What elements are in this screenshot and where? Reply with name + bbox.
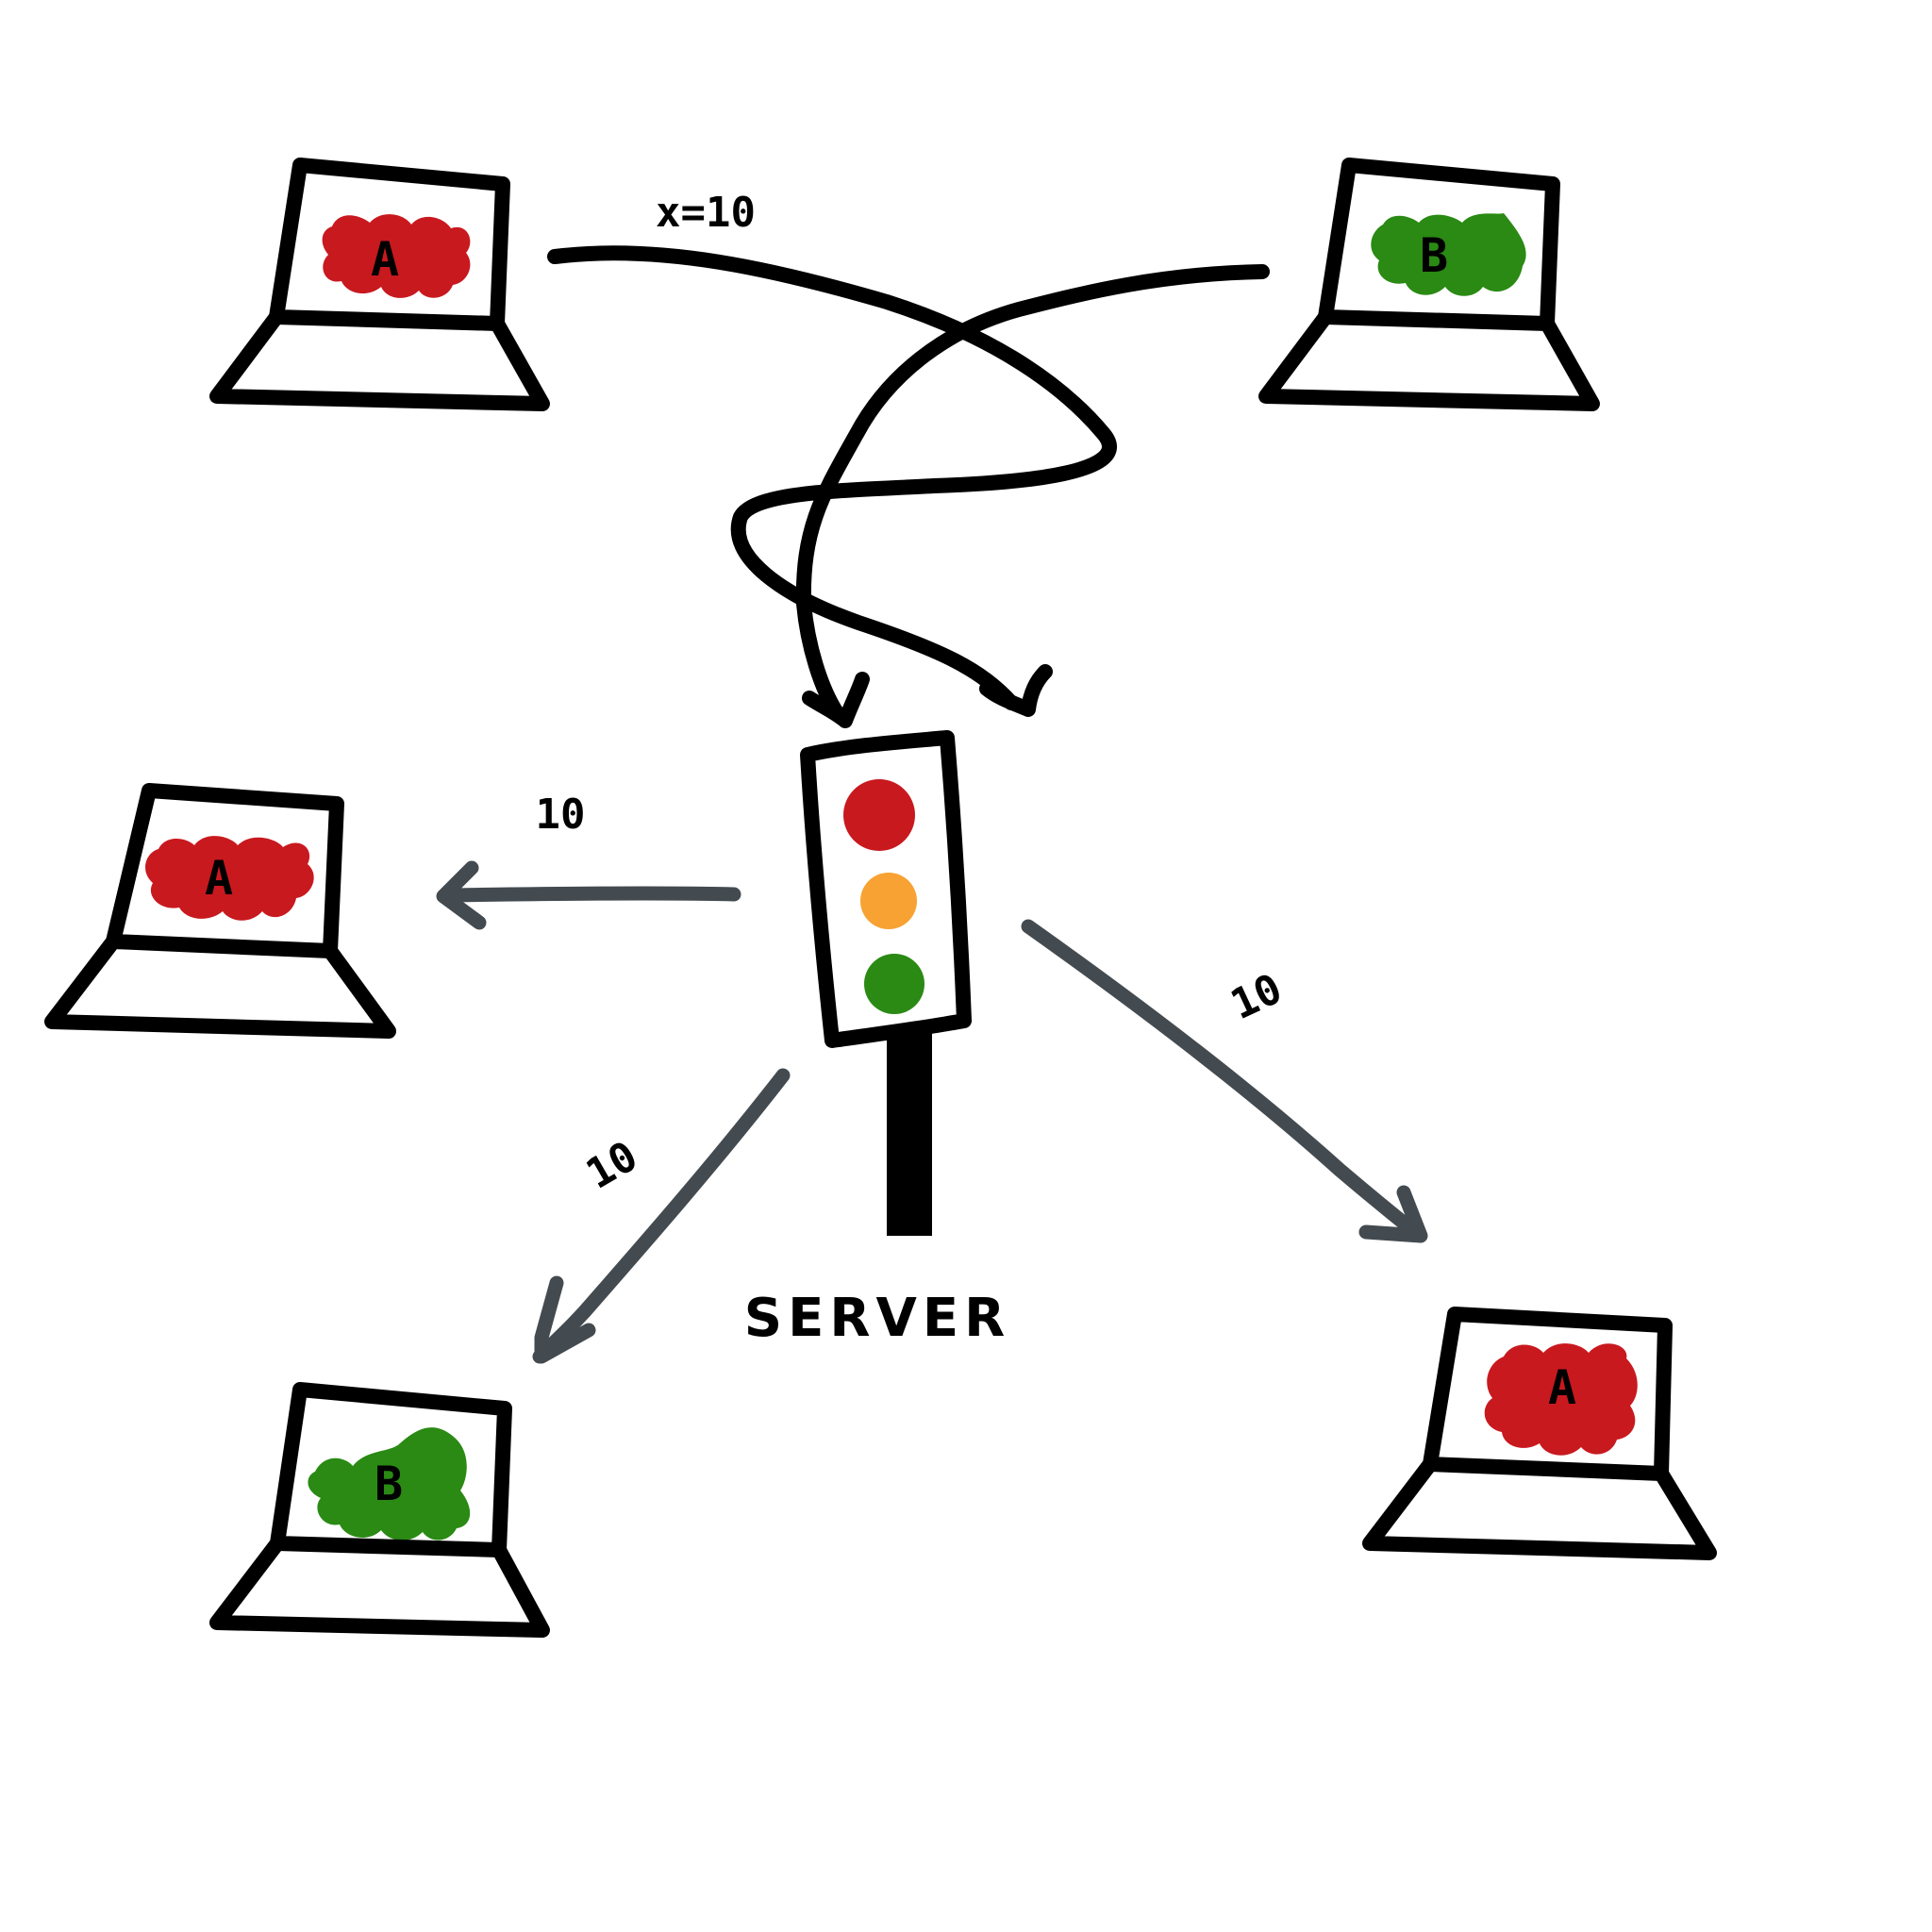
client-label: A <box>1548 1360 1576 1415</box>
green-light <box>864 954 924 1014</box>
client-label: A <box>205 851 233 906</box>
outgoing-arrow-bottom-left <box>532 1068 791 1364</box>
outgoing-label-bottom-right: 10 <box>1224 965 1290 1030</box>
red-light <box>843 779 915 851</box>
outgoing-arrow-bottom-right <box>1021 919 1428 1243</box>
outgoing-label-left: 10 <box>536 791 586 839</box>
server-label: SERVER <box>744 1288 1010 1349</box>
amber-light <box>860 873 917 929</box>
outgoing-arrow-left <box>436 860 741 930</box>
incoming-arrow-from-b <box>795 264 1270 728</box>
client-screen-fill <box>1371 213 1526 296</box>
laptop-icon: B <box>209 1382 550 1638</box>
client-screen-fill <box>322 214 471 298</box>
laptop-icon: A <box>44 783 396 1039</box>
incoming-arrow-from-a <box>547 245 1117 717</box>
client-label: B <box>375 1457 403 1511</box>
client-screen-fill <box>308 1427 471 1541</box>
client-screen-fill <box>1484 1343 1638 1456</box>
laptop-icon: A <box>209 158 550 411</box>
outgoing-label-bottom-left: 10 <box>578 1132 645 1199</box>
incoming-label: x=10 <box>656 189 756 237</box>
client-label: A <box>371 232 399 287</box>
traffic-light-icon <box>800 730 972 1236</box>
client-label: B <box>1420 228 1448 283</box>
laptop-icon: B <box>1258 158 1600 411</box>
laptop-icon: A <box>1362 1307 1717 1560</box>
client-screen-fill <box>145 836 314 921</box>
